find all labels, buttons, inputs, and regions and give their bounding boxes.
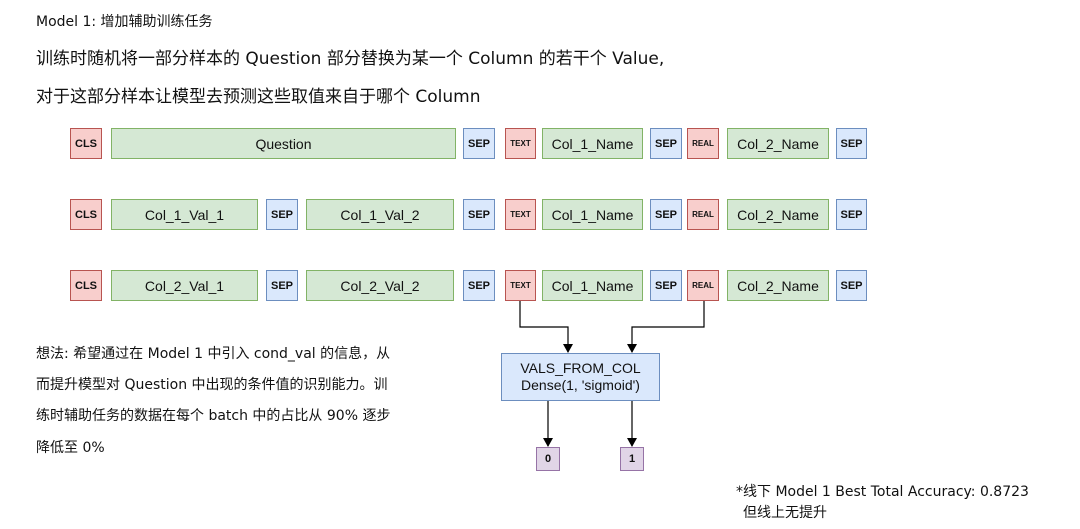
output-0: 0 [536, 447, 560, 471]
row3-cls-token: CLS [70, 270, 102, 301]
row3-text-type-token: TEXT [505, 270, 536, 301]
description-line-1: 训练时随机将一部分样本的 Question 部分替换为某一个 Column 的若… [36, 49, 665, 69]
row1-sep-token-a: SEP [463, 128, 495, 159]
accuracy-note: *线下 Model 1 Best Total Accuracy: 0.8723 [736, 484, 1029, 500]
row1-text-type-token: TEXT [505, 128, 536, 159]
row1-sep-token-d: SEP [836, 128, 867, 159]
row1-cls-token: CLS [70, 128, 102, 159]
output-1: 1 [620, 447, 644, 471]
row3-col1-name: Col_1_Name [542, 270, 643, 301]
row3-sep-token-a: SEP [463, 270, 495, 301]
head-layer: Dense(1, 'sigmoid') [521, 377, 640, 393]
idea-line-2: 而提升模型对 Question 中出现的条件值的识别能力。训 [36, 377, 388, 393]
row3-value-a: Col_2_Val_1 [111, 270, 258, 301]
row2-sep-token-a: SEP [463, 199, 495, 230]
row2-sep-token-mid: SEP [266, 199, 298, 230]
row1-question-segment: Question [111, 128, 456, 159]
head-name: VALS_FROM_COL [520, 360, 641, 376]
row1-col1-name: Col_1_Name [542, 128, 643, 159]
row2-value-b: Col_1_Val_2 [306, 199, 454, 230]
model-title: Model 1: 增加辅助训练任务 [36, 14, 213, 30]
row2-col2-name: Col_2_Name [727, 199, 829, 230]
row3-sep-token-c: SEP [650, 270, 682, 301]
idea-line-4: 降低至 0% [36, 440, 105, 456]
text-to-head-line [519, 301, 573, 353]
vals-from-col-head: VALS_FROM_COL Dense(1, 'sigmoid') [501, 353, 660, 401]
real-to-head-line [627, 301, 705, 353]
row3-sep-token-mid: SEP [266, 270, 298, 301]
row2-col1-name: Col_1_Name [542, 199, 643, 230]
row2-value-a: Col_1_Val_1 [111, 199, 258, 230]
row3-value-b: Col_2_Val_2 [306, 270, 454, 301]
row3-col2-name: Col_2_Name [727, 270, 829, 301]
row2-sep-token-c: SEP [650, 199, 682, 230]
row1-real-type-token: REAL [687, 128, 719, 159]
description-line-2: 对于这部分样本让模型去预测这些取值来自于哪个 Column [36, 87, 481, 107]
row2-sep-token-d: SEP [836, 199, 867, 230]
row1-sep-token-c: SEP [650, 128, 682, 159]
row3-sep-token-d: SEP [836, 270, 867, 301]
idea-line-3: 练时辅助任务的数据在每个 batch 中的占比从 90% 逐步 [36, 408, 391, 424]
online-note: 但线上无提升 [743, 505, 827, 521]
row3-real-type-token: REAL [687, 270, 719, 301]
row1-col2-name: Col_2_Name [727, 128, 829, 159]
idea-line-1: 想法: 希望通过在 Model 1 中引入 cond_val 的信息，从 [36, 346, 391, 362]
row2-cls-token: CLS [70, 199, 102, 230]
row2-text-type-token: TEXT [505, 199, 536, 230]
row2-real-type-token: REAL [687, 199, 719, 230]
